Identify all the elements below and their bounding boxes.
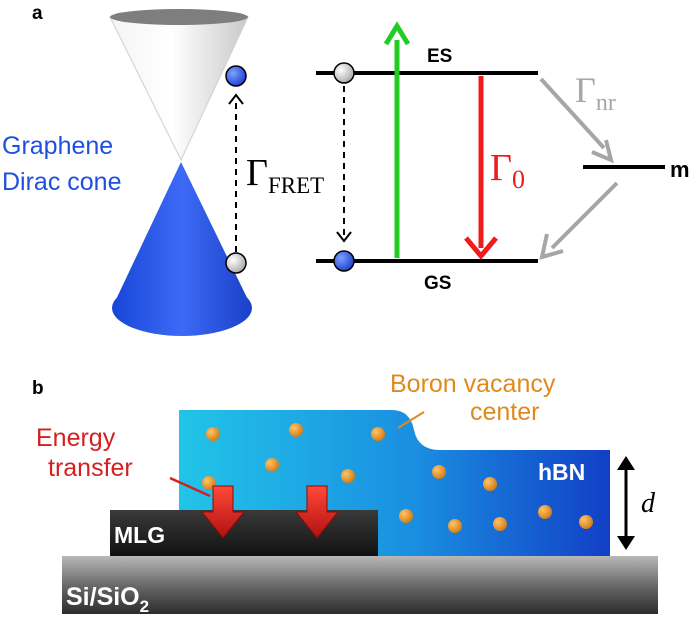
substrate-layer: [62, 556, 658, 614]
electron-ball-upper: [225, 65, 247, 87]
transfer-arrow-head: [336, 231, 352, 243]
energy-transfer-arrow-left: [200, 485, 246, 539]
substrate-label: Si/SiO2: [66, 583, 149, 616]
emission-arrow-head: [464, 236, 498, 260]
boron-vacancy-dots: [202, 423, 593, 533]
dirac-cone-lower: [112, 162, 252, 336]
dirac-cone-upper: [109, 9, 249, 162]
level-ball-ground: [333, 250, 355, 272]
vacancy-label-line1: Boron vacancy: [390, 370, 556, 398]
hbn-label: hBN: [538, 459, 585, 485]
panel-a-label: a: [32, 3, 43, 24]
thickness-arrow-head-top: [617, 456, 635, 470]
energy-pointer-line: [169, 476, 211, 498]
nr-symbol: Γ: [575, 70, 596, 110]
mlg-label: MLG: [114, 522, 165, 548]
metastable-label: m: [670, 157, 690, 182]
excited-state-label: ES: [427, 46, 452, 67]
vacancy-pointer-line: [397, 411, 425, 429]
nonradiative-arrow-down: [539, 77, 606, 150]
intersystem-arrow-head: [539, 233, 564, 260]
thickness-label: d: [641, 488, 656, 519]
fret-rate-label: ΓFRET: [246, 152, 324, 198]
energy-label-line1: Energy: [36, 424, 116, 452]
cone-label-line1: Graphene: [2, 132, 113, 160]
nonradiative-arrow-head: [591, 139, 614, 164]
fret-subscript: FRET: [268, 173, 324, 198]
ground-state-label: GS: [424, 273, 451, 294]
thickness-arrow-head-bottom: [617, 536, 635, 550]
nonradiative-rate-label: Γnr: [575, 70, 616, 116]
rad-subscript: 0: [512, 165, 525, 194]
energy-transfer-arrow-right: [294, 485, 340, 539]
fret-symbol: Γ: [246, 152, 268, 194]
fret-arrow-head: [228, 93, 244, 105]
energy-label-line2: transfer: [48, 454, 133, 482]
hole-ball-lower: [225, 252, 247, 274]
vacancy-label-line2: center: [470, 398, 539, 426]
radiative-rate-label: Γ0: [490, 147, 525, 194]
panel-b-label: b: [32, 378, 44, 399]
nr-subscript: nr: [596, 90, 616, 116]
rad-symbol: Γ: [490, 147, 512, 189]
excitation-arrow-head: [383, 21, 411, 46]
level-ball-excited: [333, 62, 355, 84]
intersystem-arrow: [550, 181, 619, 250]
cone-label-line2: Dirac cone: [2, 168, 122, 196]
